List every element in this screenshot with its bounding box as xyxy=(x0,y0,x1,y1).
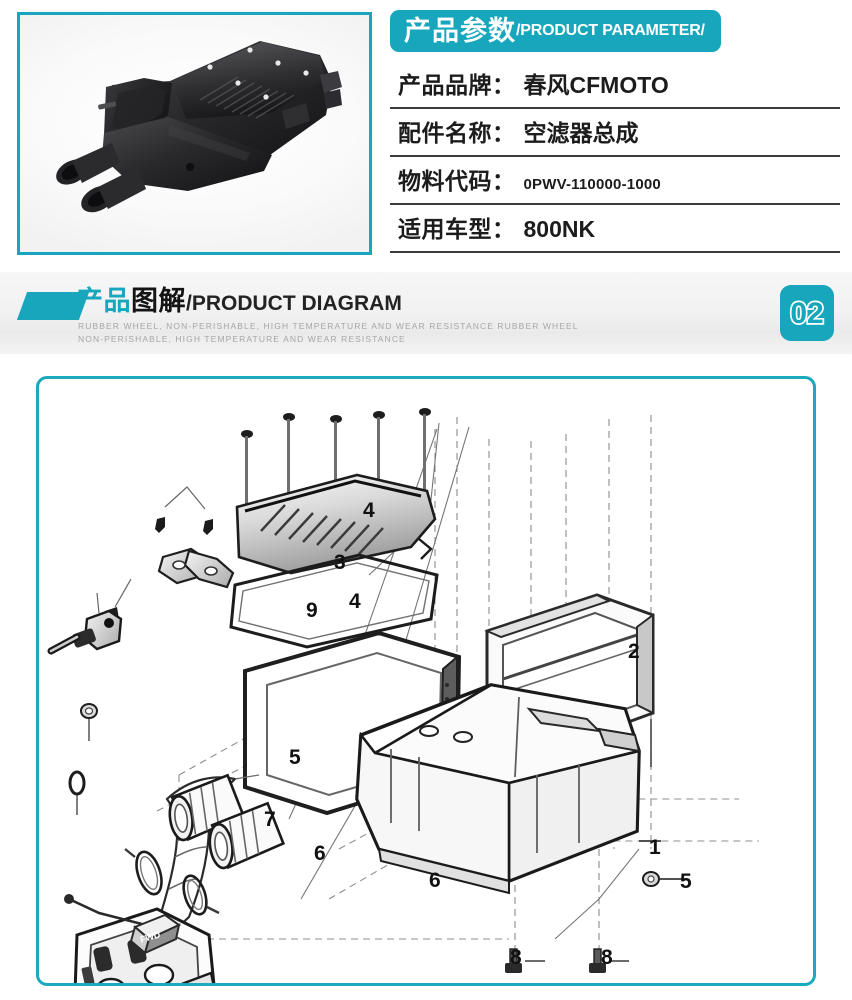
section-number-badge: 02 xyxy=(780,285,834,341)
air-filter-box-photo-illustration xyxy=(56,41,342,213)
bolt-part-8b xyxy=(589,948,629,973)
badge-number-glyph: 02 xyxy=(789,296,826,330)
param-value-material-code: 0PWV-110000-1000 xyxy=(523,176,661,193)
callout-3: 3 xyxy=(334,551,346,574)
o-ring-part-7 xyxy=(68,770,86,815)
mounting-bracket-part xyxy=(157,547,235,589)
callout-4-lower: 4 xyxy=(349,590,361,613)
callout-6-left: 6 xyxy=(314,842,326,865)
param-label-part-name: 配件名称： xyxy=(398,120,516,146)
grommet-part-5-upper xyxy=(80,703,98,741)
section-title: 产品图解/PRODUCT DIAGRAM xyxy=(76,286,402,317)
grommet-part-5-lower xyxy=(642,871,687,887)
param-value-part-name: 空滤器总成 xyxy=(523,120,639,146)
table-row: 配件名称： 空滤器总成 xyxy=(390,109,840,157)
airbox-intake-snorkels xyxy=(168,773,286,870)
product-photo-frame xyxy=(17,12,372,255)
callout-8-left: 8 xyxy=(510,946,522,969)
screw-group-top xyxy=(241,408,431,524)
param-value-brand: 春风CFMOTO xyxy=(523,72,669,98)
air-box-top-cover-part xyxy=(235,473,437,575)
section-title-cn-accent: 产品 xyxy=(76,286,131,316)
airbox-main-body-part xyxy=(355,683,641,895)
intake-clamp-ring-6a xyxy=(124,848,163,896)
section-title-cn-dark: 图解 xyxy=(131,286,186,316)
intake-clamp-ring-6b xyxy=(182,874,220,916)
callout-1: 1 xyxy=(649,836,661,859)
intake-sensor-part xyxy=(47,592,123,655)
fwd-direction-marker: FWD xyxy=(129,913,181,955)
callout-7: 7 xyxy=(264,808,276,831)
svg-text:02: 02 xyxy=(790,297,823,330)
param-label-brand: 产品品牌： xyxy=(398,72,516,98)
product-diagram-frame: FWD 2 3 4 4 9 5 7 6 6 1 5 8 8 xyxy=(36,376,816,986)
callout-2: 2 xyxy=(628,640,640,663)
callout-8-right: 8 xyxy=(601,946,613,969)
param-value-vehicle-model: 800NK xyxy=(523,216,596,242)
exploded-parts-diagram: FWD xyxy=(47,408,759,983)
callout-6-right: 6 xyxy=(429,869,441,892)
section-title-en: /PRODUCT DIAGRAM xyxy=(186,292,402,315)
parameter-header-en: /PRODUCT PARAMETER/ xyxy=(516,21,705,39)
section-subtitle: RUBBER WHEEL, NON-PERISHABLE, HIGH TEMPE… xyxy=(78,320,579,346)
section-subtitle-line1: RUBBER WHEEL, NON-PERISHABLE, HIGH TEMPE… xyxy=(78,321,579,331)
callout-5-upper: 5 xyxy=(289,746,301,769)
section-band: 产品图解/PRODUCT DIAGRAM RUBBER WHEEL, NON-P… xyxy=(0,272,852,354)
callout-9: 9 xyxy=(306,599,318,622)
product-photo-image xyxy=(20,15,369,252)
section-subtitle-line2: NON-PERISHABLE, HIGH TEMPERATURE AND WEA… xyxy=(78,334,406,345)
param-label-vehicle-model: 适用车型： xyxy=(398,216,516,242)
table-row: 产品品牌： 春风CFMOTO xyxy=(390,61,840,109)
bracket-bolt-group xyxy=(155,486,213,535)
table-row: 适用车型： 800NK xyxy=(390,205,840,253)
parameter-table: 产品品牌： 春风CFMOTO 配件名称： 空滤器总成 物料代码： 0PWV-11… xyxy=(390,61,840,253)
table-row: 物料代码： 0PWV-110000-1000 xyxy=(390,157,840,205)
callout-4-upper: 4 xyxy=(363,499,375,522)
bolt-part-8a xyxy=(505,948,545,973)
cover-gasket-part xyxy=(229,553,439,649)
product-parameter-panel: 产品参数 /PRODUCT PARAMETER/ 产品品牌： 春风CFMOTO … xyxy=(390,10,840,253)
param-label-material-code: 物料代码： xyxy=(398,168,516,194)
parameter-header-cn: 产品参数 xyxy=(404,15,516,46)
callout-5-lower: 5 xyxy=(680,870,692,893)
parameter-header-pill: 产品参数 /PRODUCT PARAMETER/ xyxy=(390,10,721,52)
